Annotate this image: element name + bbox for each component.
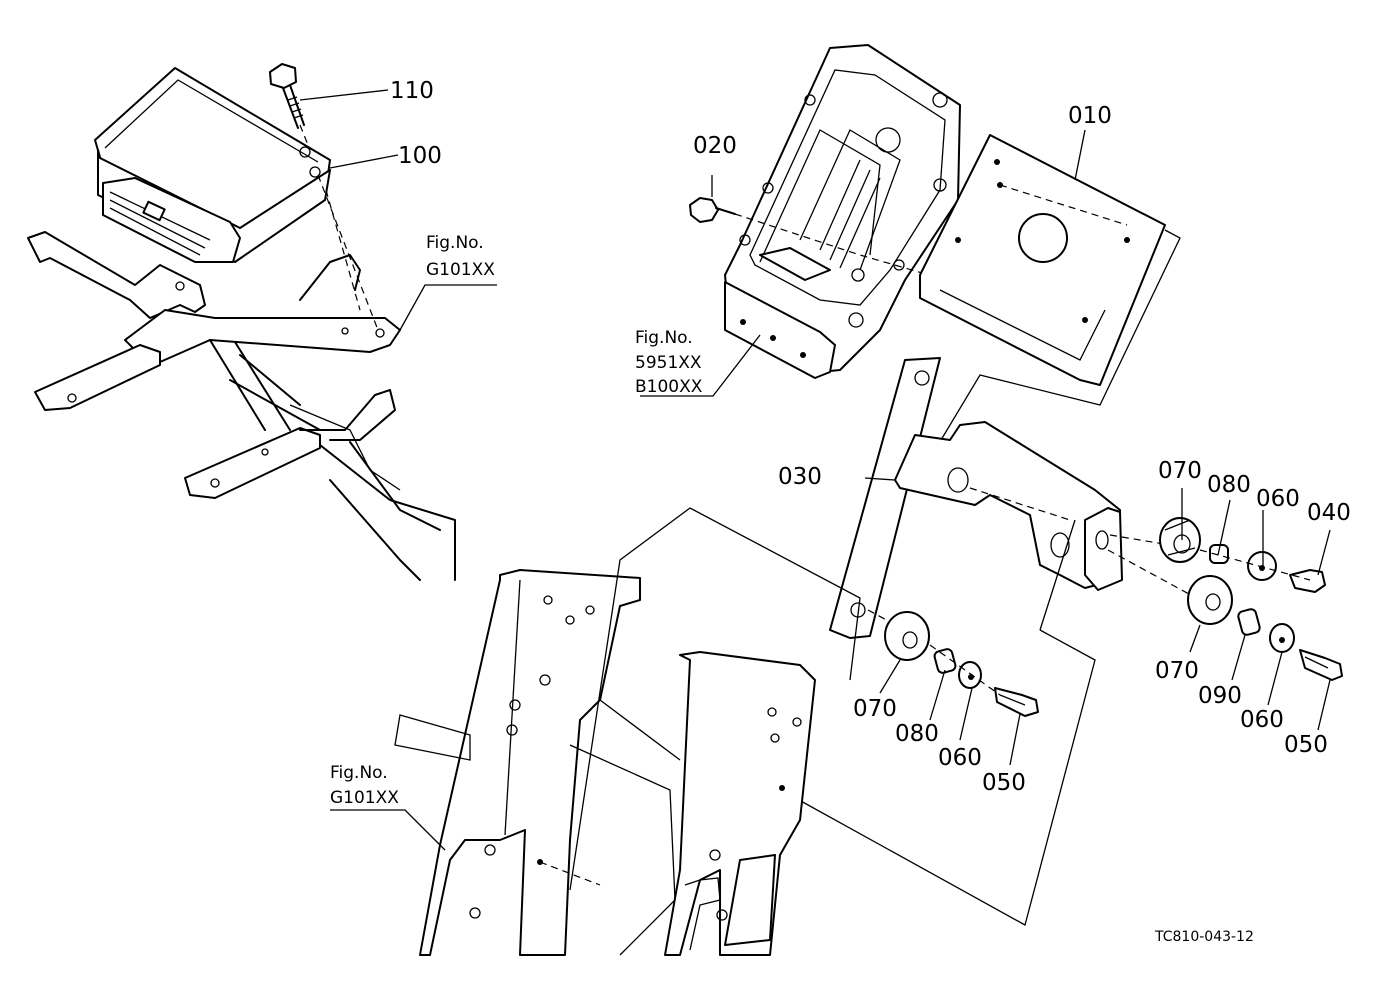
bolt-110 — [269, 63, 305, 129]
part-030-label: 030 — [778, 464, 822, 490]
ref-label-g101xx-lower: Fig.No. — [330, 763, 388, 783]
ref-code-g101xx-upper: G101XX — [426, 260, 495, 280]
part-080-label-upper: 080 — [1207, 472, 1251, 498]
ref-code-g101xx-lower: G101XX — [330, 788, 399, 808]
part-080-label-center: 080 — [895, 721, 939, 747]
part-020-label: 020 — [693, 133, 737, 159]
part-070-label-right: 070 — [1155, 658, 1199, 684]
part-070-label-upper: 070 — [1158, 458, 1202, 484]
upper-frame — [27, 231, 456, 581]
ref-code-b100xx: B100XX — [635, 377, 703, 397]
part-070-label-center: 070 — [853, 696, 897, 722]
part-060-label-center: 060 — [938, 745, 982, 771]
hardware-upper-right — [1159, 517, 1326, 593]
ref-code-5951xx: 5951XX — [635, 353, 702, 373]
controller-unit — [94, 67, 331, 263]
plate-010 — [919, 134, 1166, 386]
part-040-label: 040 — [1307, 500, 1351, 526]
ecu-housing — [724, 44, 961, 379]
part-060-label-upper: 060 — [1256, 486, 1300, 512]
part-100-label: 100 — [398, 143, 442, 169]
part-010-label: 010 — [1068, 103, 1112, 129]
part-090-label: 090 — [1198, 683, 1242, 709]
bolt-020 — [689, 197, 736, 223]
hardware-lower-center — [884, 611, 1039, 717]
part-110-label: 110 — [390, 78, 434, 104]
hardware-lower-right — [1187, 575, 1343, 681]
bracket-030 — [829, 357, 1123, 639]
part-050-label-right: 050 — [1284, 732, 1328, 758]
part-050-label-center: 050 — [982, 770, 1026, 796]
part-060-label-right: 060 — [1240, 707, 1284, 733]
figure-code: TC810-043-12 — [1154, 929, 1254, 945]
ref-label-5951xx: Fig.No. — [635, 328, 693, 348]
ref-label-g101xx-upper: Fig.No. — [426, 233, 484, 253]
lower-frames — [394, 569, 816, 956]
